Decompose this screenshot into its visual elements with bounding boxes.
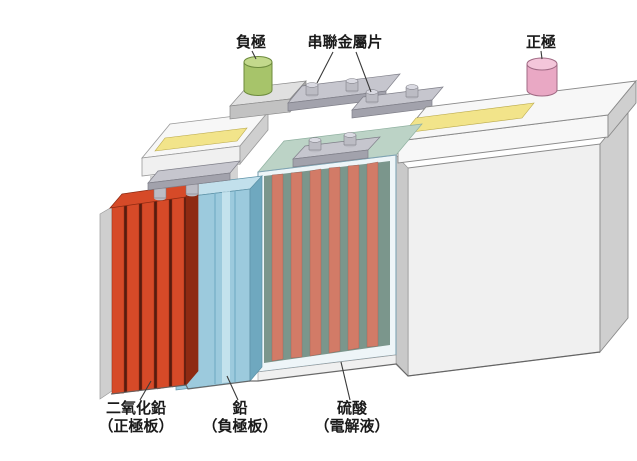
label-sulfuric-acid-sub: （電解液） <box>314 417 389 435</box>
case-front-face <box>407 143 601 377</box>
positive-terminal-top <box>526 57 558 71</box>
battery-bottom-edge <box>110 351 601 395</box>
label-lead-sub: （負極板） <box>202 417 277 435</box>
lid-yellow-strip-right <box>403 102 535 134</box>
series-connector-bar-1 <box>287 73 401 112</box>
lid-yellow-strip-left <box>154 127 248 152</box>
lead-dioxide-plate <box>171 195 185 388</box>
right-case <box>395 108 629 377</box>
case-cut-wall <box>395 154 409 377</box>
plate-in-cell <box>347 164 360 351</box>
leader-positive-terminal <box>540 50 543 60</box>
label-sulfuric-acid: 硫酸 <box>337 399 368 417</box>
leader-negative-terminal <box>251 50 257 60</box>
plate-in-cell <box>309 168 322 357</box>
case-right-face <box>599 108 629 354</box>
negative-terminal-top <box>243 56 273 68</box>
plate-in-cell <box>271 173 284 362</box>
label-positive-terminal: 正極 <box>526 33 556 51</box>
right-lid <box>396 57 637 164</box>
electrolyte-cell <box>257 123 423 382</box>
lead-dioxide-plate <box>111 203 125 395</box>
left-case-wall <box>99 206 113 400</box>
cell-front-wall <box>257 154 397 373</box>
lead-dioxide-plate <box>141 199 155 391</box>
plate-in-cell <box>290 171 303 359</box>
leader-lead <box>226 375 239 401</box>
plate-in-cell <box>366 161 379 348</box>
label-lead-dioxide-sub: （正極板） <box>98 417 173 435</box>
leader-lines <box>139 50 543 401</box>
lead-dioxide-plate <box>126 201 140 393</box>
negative-terminal <box>243 61 273 96</box>
positive-plate-group <box>109 160 241 395</box>
leader-series-strip-1 <box>316 51 334 84</box>
plate-in-cell <box>328 166 341 354</box>
connector-post <box>153 187 167 199</box>
leader-lead-dioxide <box>139 380 152 401</box>
label-negative-terminal: 負極 <box>236 33 266 51</box>
series-connector-bar-2 <box>351 84 444 119</box>
connector-post <box>185 183 199 195</box>
leader-series-strip-2 <box>355 51 372 93</box>
label-lead-dioxide: 二氧化鉛 <box>106 399 166 417</box>
label-lead: 鉛 <box>232 399 247 417</box>
lead-dioxide-plate <box>156 197 170 390</box>
labels: 負極 串聯金屬片 正極 二氧化鉛 （正極板） 鉛 （負極板） 硫酸 （電解液） <box>98 33 556 435</box>
label-series-metal-strips: 串聯金屬片 <box>307 33 382 51</box>
positive-terminal <box>526 63 558 97</box>
leader-sulfuric-acid <box>340 361 351 401</box>
